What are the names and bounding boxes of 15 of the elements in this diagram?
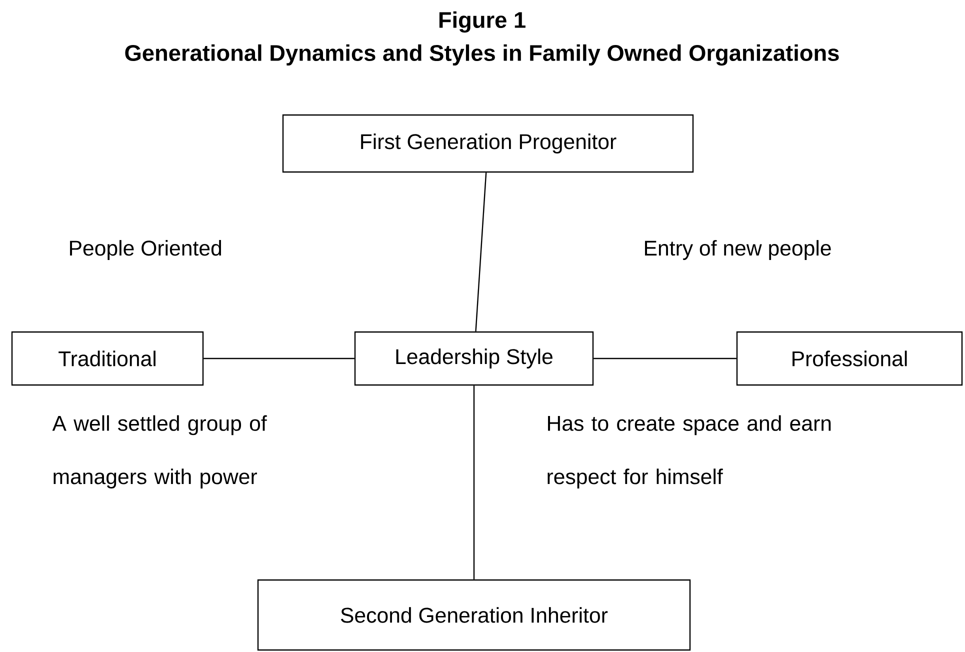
process-box: Professional bbox=[736, 331, 963, 386]
connector-line bbox=[204, 358, 354, 360]
annotation-text: People Oriented bbox=[70, 240, 222, 260]
connector-line bbox=[475, 172, 487, 332]
annotation-text: Has to create space and earn respect for himself bbox=[548, 415, 831, 488]
annotation-text: Entry of new people bbox=[645, 240, 831, 260]
connector-line bbox=[594, 358, 736, 360]
annotation-text: A well settled group of managers with power bbox=[52, 415, 267, 488]
process-box: Second Generation Inheritor bbox=[257, 579, 691, 651]
connector-line bbox=[473, 386, 475, 580]
process-box: Traditional bbox=[11, 331, 204, 386]
process-box: Leadership Style bbox=[354, 331, 594, 386]
figure-number: Figure 1 bbox=[439, 11, 526, 33]
process-box: First Generation Progenitor bbox=[282, 114, 694, 173]
title: Generational Dynamics and Styles in Family Owned Organizations bbox=[125, 44, 839, 66]
